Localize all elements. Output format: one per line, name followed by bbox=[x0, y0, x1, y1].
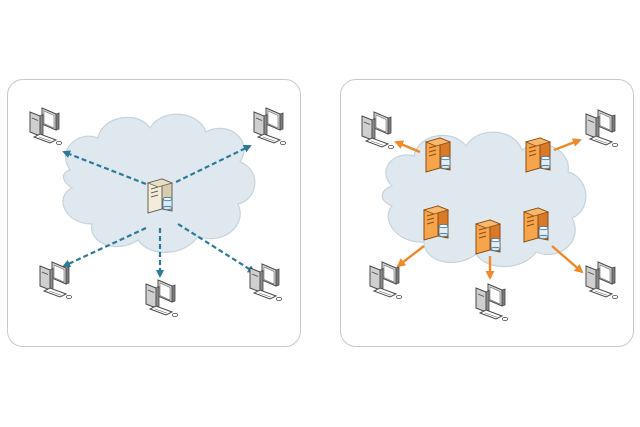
arrow-to-top-right-client bbox=[175, 145, 252, 183]
arrow-to-bottom-right-client bbox=[551, 245, 584, 274]
arrow-to-top-left-client bbox=[394, 140, 421, 154]
server-icon bbox=[425, 137, 451, 173]
left-connection-arrows bbox=[62, 145, 256, 278]
arrow-to-bottom-left-client bbox=[396, 245, 425, 268]
desktop-computer-icon bbox=[253, 107, 287, 146]
central-server-icon bbox=[147, 178, 173, 214]
desktop-computer-icon bbox=[145, 279, 179, 318]
arrow-to-top-left-client bbox=[62, 150, 147, 186]
desktop-computer-icon bbox=[361, 111, 395, 150]
desktop-computer-icon bbox=[369, 261, 403, 300]
desktop-computer-icon bbox=[585, 109, 619, 148]
server-icon bbox=[525, 137, 551, 173]
desktop-computer-icon bbox=[585, 261, 619, 300]
desktop-computer-icon bbox=[39, 261, 73, 300]
desktop-computer-icon bbox=[475, 283, 509, 322]
arrow-to-bottom-left-client bbox=[62, 227, 147, 268]
desktop-computer-icon bbox=[29, 107, 63, 146]
server-icon bbox=[423, 205, 449, 241]
right-connection-arrows bbox=[394, 138, 584, 280]
desktop-computer-icon bbox=[249, 263, 283, 302]
arrow-to-bottom-right-client bbox=[177, 223, 256, 274]
server-icon bbox=[523, 207, 549, 243]
arrow-to-top-right-client bbox=[553, 138, 582, 152]
server-icon bbox=[475, 219, 501, 255]
